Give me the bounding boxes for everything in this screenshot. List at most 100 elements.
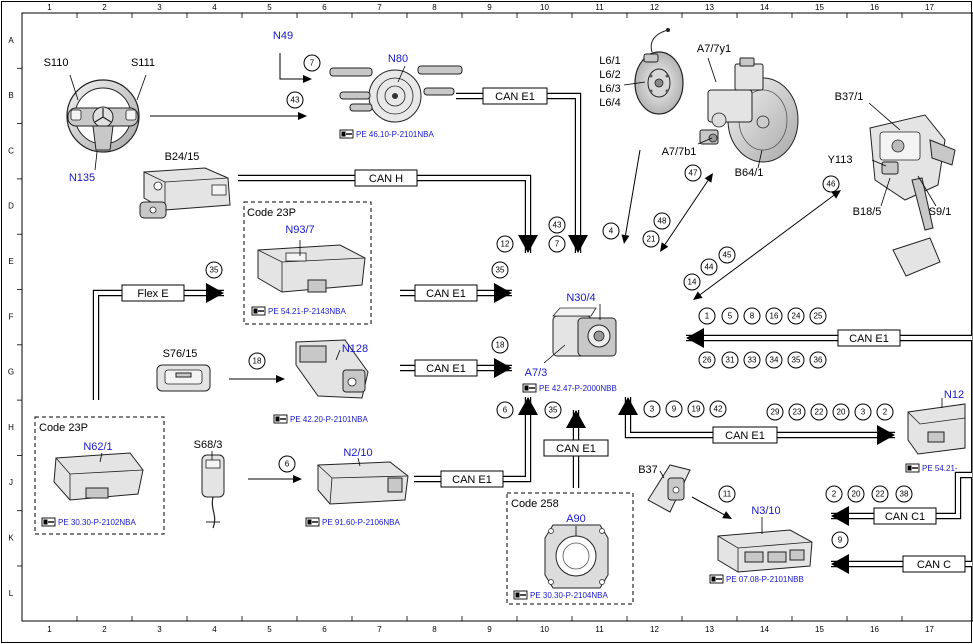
- signal-number-marker: 43: [548, 216, 566, 234]
- signal-number: 4: [609, 227, 614, 236]
- leader-line: [69, 74, 79, 101]
- signal-number-marker: 18: [248, 352, 266, 370]
- signal-number-marker: 25: [809, 307, 827, 325]
- module-n62-1-illustration: [53, 452, 144, 501]
- bus-label: CAN C1: [873, 507, 937, 525]
- component-label-a77y1: A7/7y1: [697, 43, 731, 55]
- component-label-s91: S9/1: [929, 206, 952, 218]
- signal-number-marker: 21: [642, 230, 660, 248]
- grid-column-label: 1: [47, 625, 52, 634]
- signal-number: 23: [793, 408, 802, 417]
- reference-hand-icon: [709, 574, 724, 584]
- reference-code: PE 54.21-: [922, 464, 958, 473]
- signal-number: 26: [703, 356, 712, 365]
- grid-column-label: 10: [540, 3, 549, 12]
- signal-number-marker: 9: [831, 531, 849, 549]
- grid-column-label: 9: [487, 3, 492, 12]
- reference-code: PE 42.47-P-2000NBB: [539, 384, 617, 393]
- signal-number: 3: [861, 408, 866, 417]
- signal-number: 1: [705, 312, 710, 321]
- leader-line: [94, 151, 98, 171]
- bus-label-text: CAN E1: [426, 288, 466, 300]
- signal-number-marker: 14: [683, 273, 701, 291]
- document-reference[interactable]: PE 54.21-P-2143NBA: [251, 306, 346, 316]
- reference-code: PE 54.21-P-2143NBA: [268, 307, 346, 316]
- grid-row-label: F: [9, 312, 14, 321]
- signal-number: 6: [503, 406, 508, 415]
- signal-number-marker: 22: [810, 403, 828, 421]
- signal-number: 9: [672, 405, 677, 414]
- document-reference[interactable]: PE 42.20-P-2101NBA: [273, 414, 368, 424]
- leader-line: [880, 177, 891, 207]
- leader-line: [871, 159, 887, 167]
- signal-number: 2: [883, 408, 888, 417]
- leader-line: [697, 137, 713, 145]
- document-reference[interactable]: PE 46.10-P-2101NBA: [339, 129, 434, 139]
- option-code-label: Code 23P: [39, 422, 88, 434]
- signal-number: 46: [827, 180, 836, 189]
- document-reference[interactable]: PE 30.30-P-2102NBA: [41, 517, 136, 527]
- signal-number-marker: 20: [832, 403, 850, 421]
- bus-label-text: CAN E1: [452, 474, 492, 486]
- component-label-n304: N30/4: [566, 292, 595, 304]
- brake-disc-illustration: [634, 28, 684, 115]
- grid-column-label: 5: [267, 3, 272, 12]
- grid-column-label: 14: [760, 3, 769, 12]
- signal-number-marker: 35: [491, 261, 509, 279]
- signal-number-marker: 11: [718, 485, 736, 503]
- document-reference[interactable]: PE 91.60-P-2106NBA: [305, 517, 400, 527]
- signal-number: 3: [650, 405, 655, 414]
- steering-column-module-illustration: [329, 65, 463, 123]
- signal-arrow: [693, 244, 768, 300]
- leader-line: [99, 452, 103, 463]
- arrowhead: [618, 397, 638, 415]
- signal-number-marker: 36: [809, 351, 827, 369]
- signal-number: 48: [658, 217, 667, 226]
- leader-line: [917, 175, 937, 207]
- signal-number: 31: [726, 356, 735, 365]
- grid-column-label: 9: [487, 625, 492, 634]
- leader-line: [357, 457, 361, 467]
- option-code-label: Code 258: [511, 498, 559, 510]
- bus-label: CAN E1: [837, 329, 901, 347]
- signal-number: 20: [852, 490, 861, 499]
- signal-arrow: [248, 475, 302, 483]
- leader-line: [623, 81, 646, 86]
- bus-line: [238, 174, 538, 253]
- bus-label: CAN E1: [482, 87, 548, 105]
- grid-column-label: 4: [212, 625, 217, 634]
- document-reference[interactable]: PE 07.08-P-2101NBB: [709, 574, 804, 584]
- signal-number: 7: [555, 240, 560, 249]
- signal-number: 22: [876, 490, 885, 499]
- steering-wheel-illustration: [66, 79, 140, 153]
- reference-hand-icon: [41, 517, 56, 527]
- grid-column-label: 10: [540, 625, 549, 634]
- component-label-n12x: N12: [944, 389, 964, 401]
- grid-row-label: E: [8, 257, 13, 266]
- signal-number-marker: 7: [548, 235, 566, 253]
- reference-code: PE 46.10-P-2101NBA: [356, 130, 434, 139]
- document-reference[interactable]: PE 30.30-P-2104NBA: [513, 590, 608, 600]
- bus-label: CAN C: [902, 555, 966, 573]
- document-reference[interactable]: PE 42.47-P-2000NBB: [522, 383, 617, 393]
- signal-number: 47: [689, 169, 698, 178]
- module-n2-10-illustration: [317, 461, 409, 505]
- bus-label: CAN E1: [414, 359, 478, 377]
- reference-code: PE 42.20-P-2101NBA: [290, 415, 368, 424]
- document-reference[interactable]: PE 54.21-: [905, 463, 958, 473]
- component-label-a73: A7/3: [525, 367, 548, 379]
- grid-column-label: 13: [705, 3, 714, 12]
- grid-row-label: G: [8, 368, 14, 377]
- signal-number: 35: [210, 266, 219, 275]
- option-code-box: [243, 201, 372, 325]
- arrowhead: [831, 506, 849, 526]
- signal-number: 8: [750, 312, 755, 321]
- signal-number-marker: 35: [205, 261, 223, 279]
- signal-number-marker: 16: [765, 307, 783, 325]
- signal-arrow: [686, 173, 713, 213]
- grid-row-label: K: [8, 533, 14, 542]
- signal-arrow: [150, 112, 307, 120]
- component-label-b2415: B24/15: [165, 151, 200, 163]
- grid-row-label: D: [8, 202, 14, 211]
- arrowhead: [568, 235, 588, 253]
